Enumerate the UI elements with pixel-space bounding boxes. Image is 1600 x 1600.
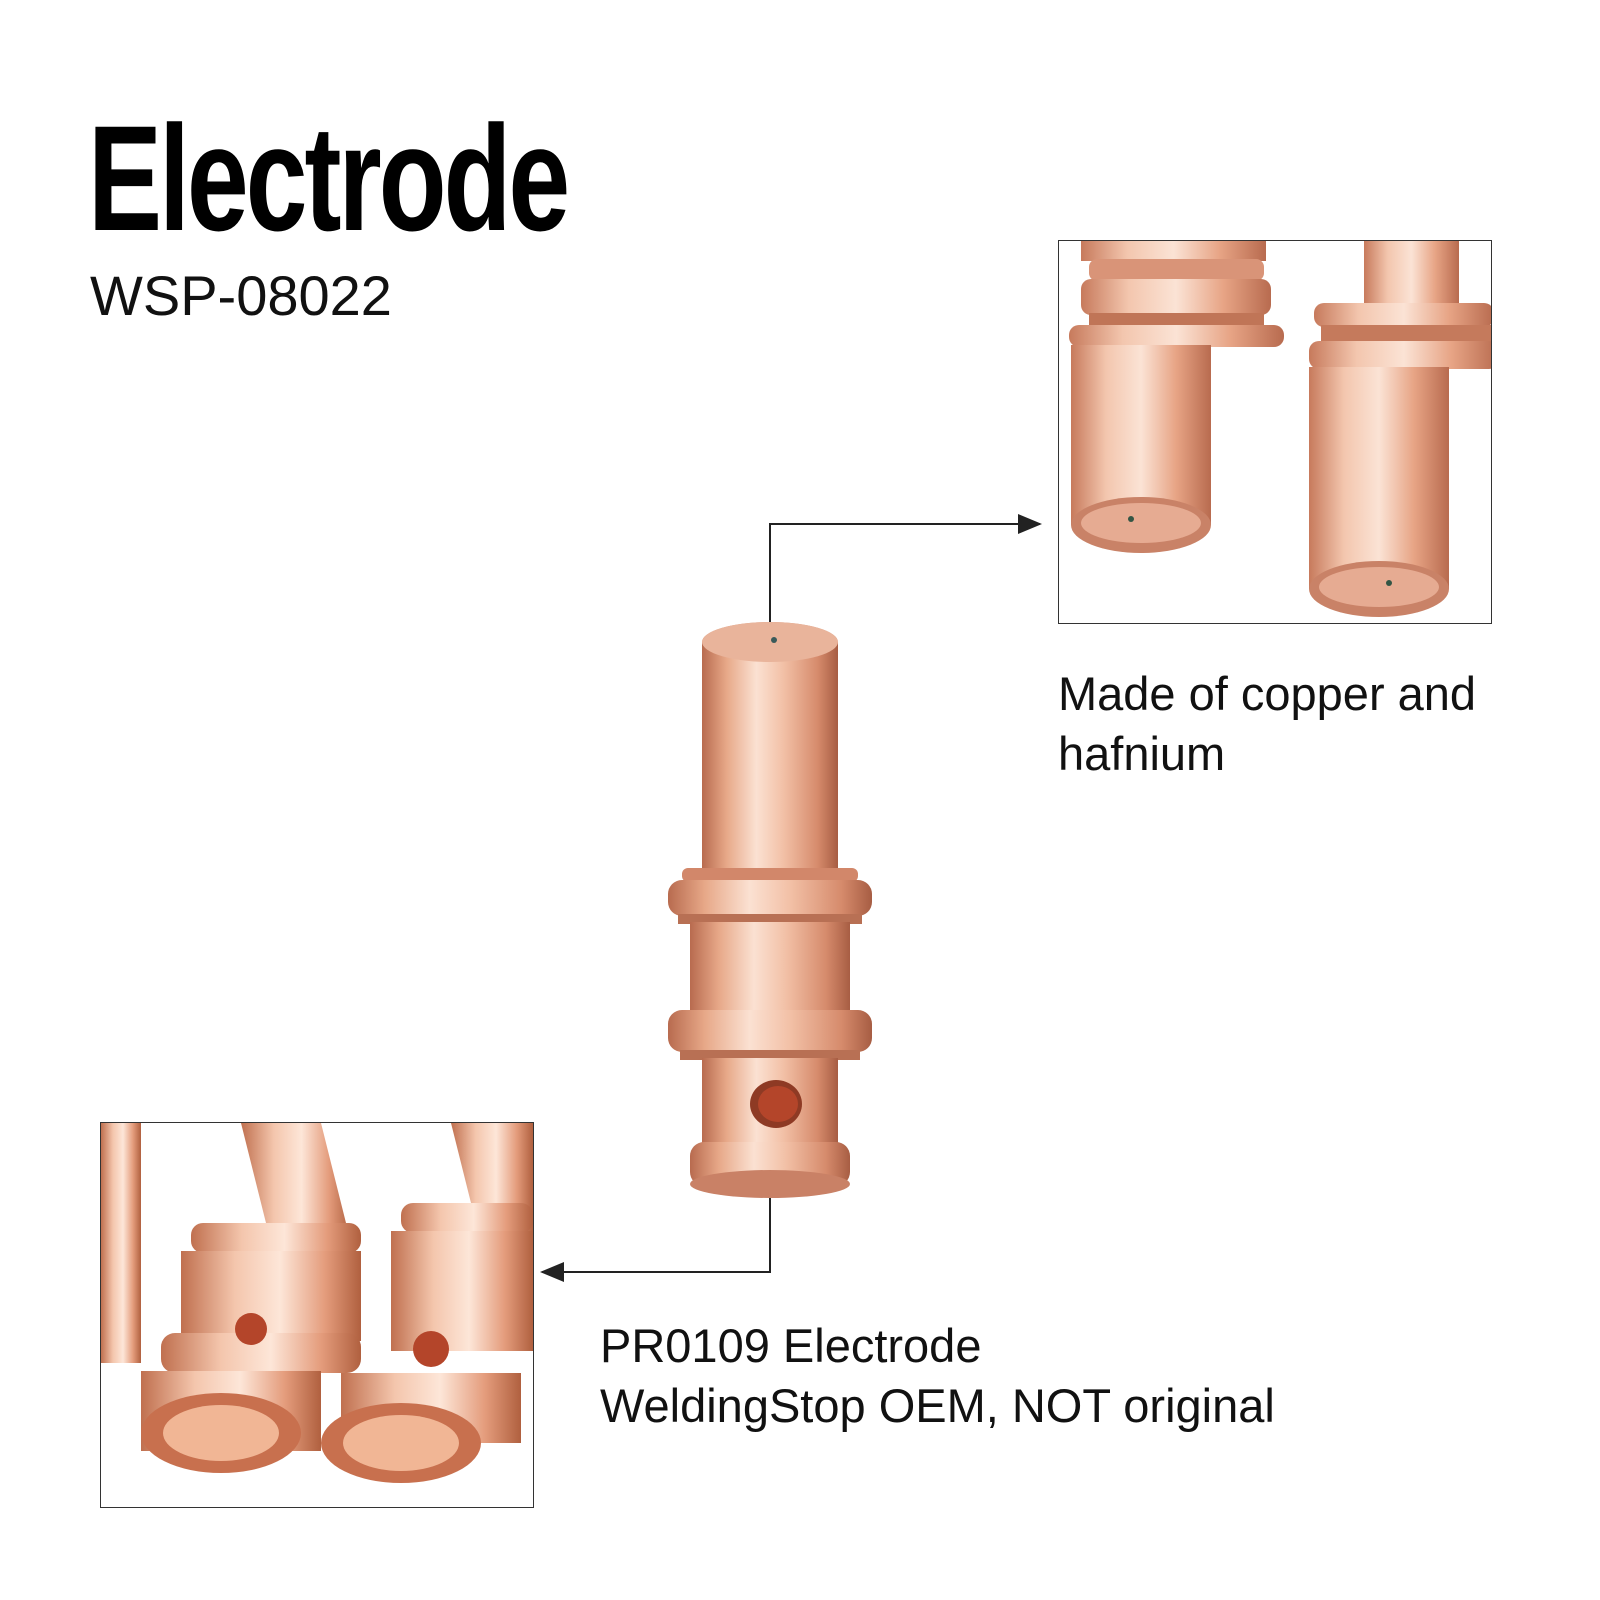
- inset-base-closeup: [100, 1122, 534, 1508]
- tip-right: [1309, 241, 1491, 617]
- callout-material-line2: hafnium: [1058, 727, 1226, 780]
- callout-product: PR0109 Electrode WeldingStop OEM, NOT or…: [600, 1316, 1275, 1436]
- connector-top: [769, 514, 1042, 630]
- inset-tip-closeup: [1058, 240, 1492, 624]
- callout-material: Made of copper and hafnium: [1058, 664, 1476, 784]
- part-number: WSP-08022: [90, 264, 392, 327]
- callout-product-line1: PR0109 Electrode: [600, 1319, 982, 1372]
- product-title: Electrode: [88, 94, 570, 262]
- base-partial-left: [101, 1123, 141, 1363]
- base-center: [141, 1123, 361, 1473]
- tip-left: [1069, 241, 1284, 553]
- callout-material-line1: Made of copper and: [1058, 667, 1477, 720]
- base-right: [321, 1123, 533, 1483]
- callout-product-line2: WeldingStop OEM, NOT original: [600, 1379, 1275, 1432]
- electrode-main-photo: [668, 622, 872, 1198]
